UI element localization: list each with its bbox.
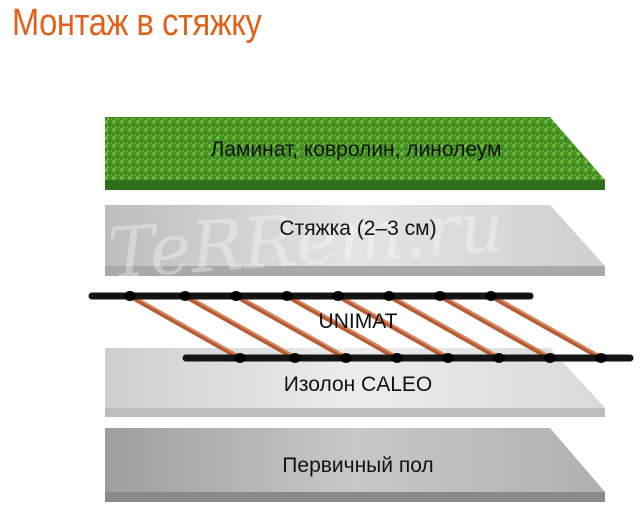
- layer-label-subfloor: Первичный пол: [282, 454, 433, 477]
- heating-cables-highlight: [130, 294, 603, 358]
- layer-label-screed: Стяжка (2–3 см): [279, 217, 436, 240]
- heating-cables: [127, 293, 604, 361]
- layer-label-heating-mat: UNIMAT: [319, 310, 398, 333]
- layer-floor-covering: [105, 117, 605, 190]
- mat-rail-knots: [124, 291, 607, 363]
- page-title: Монтаж в стяжку: [12, 2, 262, 44]
- layer-label-floor-covering: Ламинат, ковролин, линолеум: [210, 138, 501, 161]
- layer-screed: [105, 205, 605, 276]
- watermark: TeRRem.ru: [105, 185, 506, 294]
- layer-label-insulation: Изолон CALEO: [284, 373, 433, 396]
- layer-subfloor: [105, 428, 605, 502]
- layer-insulation: [105, 348, 605, 417]
- layer-heating-mat: [88, 291, 634, 363]
